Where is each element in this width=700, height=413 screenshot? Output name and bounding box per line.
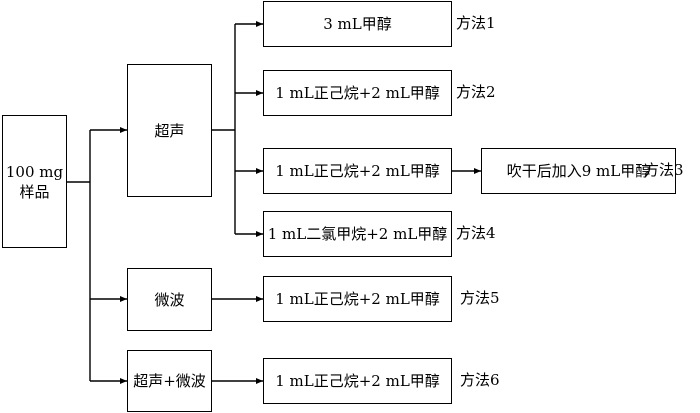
solvent-label-4: 1 mL二氯甲烷+2 mL甲醇 <box>267 225 448 243</box>
solvent-box-2: 1 mL正己烷+2 mL甲醇 <box>263 70 452 116</box>
solvent-label-5: 1 mL正己烷+2 mL甲醇 <box>275 290 440 308</box>
solvent-box-4: 1 mL二氯甲烷+2 mL甲醇 <box>263 211 452 257</box>
sample-box: 100 mg 样品 <box>2 115 67 248</box>
microwave-box: 微波 <box>127 268 212 331</box>
solvent-label-2: 1 mL正己烷+2 mL甲醇 <box>275 84 440 102</box>
method-label-6: 方法6 <box>460 371 500 389</box>
method-label-5: 方法5 <box>460 289 500 307</box>
ultrasound-label: 超声 <box>154 121 185 140</box>
post-step-box: 吹干后加入9 mL甲醇 <box>481 148 676 194</box>
method-label-1: 方法1 <box>456 14 496 32</box>
sample-label: 样品 <box>19 182 50 201</box>
microwave-label: 微波 <box>154 290 185 309</box>
ultrasound-box: 超声 <box>127 64 212 197</box>
solvent-box-5: 1 mL正己烷+2 mL甲醇 <box>263 276 452 322</box>
solvent-box-1: 3 mL甲醇 <box>263 1 452 47</box>
post-step-label: 吹干后加入9 mL甲醇 <box>506 162 651 180</box>
solvent-box-3: 1 mL正己烷+2 mL甲醇 <box>263 148 452 194</box>
solvent-label-1: 3 mL甲醇 <box>323 15 392 33</box>
method-label-3: 方法3 <box>644 161 684 179</box>
solvent-box-6: 1 mL正己烷+2 mL甲醇 <box>263 358 452 404</box>
combined-label: 超声+微波 <box>133 372 206 390</box>
solvent-label-3: 1 mL正己烷+2 mL甲醇 <box>275 162 440 180</box>
combined-box: 超声+微波 <box>127 350 212 412</box>
sample-amount: 100 mg <box>5 162 64 181</box>
solvent-label-6: 1 mL正己烷+2 mL甲醇 <box>275 372 440 390</box>
method-label-4: 方法4 <box>456 224 496 242</box>
method-label-2: 方法2 <box>456 83 496 101</box>
